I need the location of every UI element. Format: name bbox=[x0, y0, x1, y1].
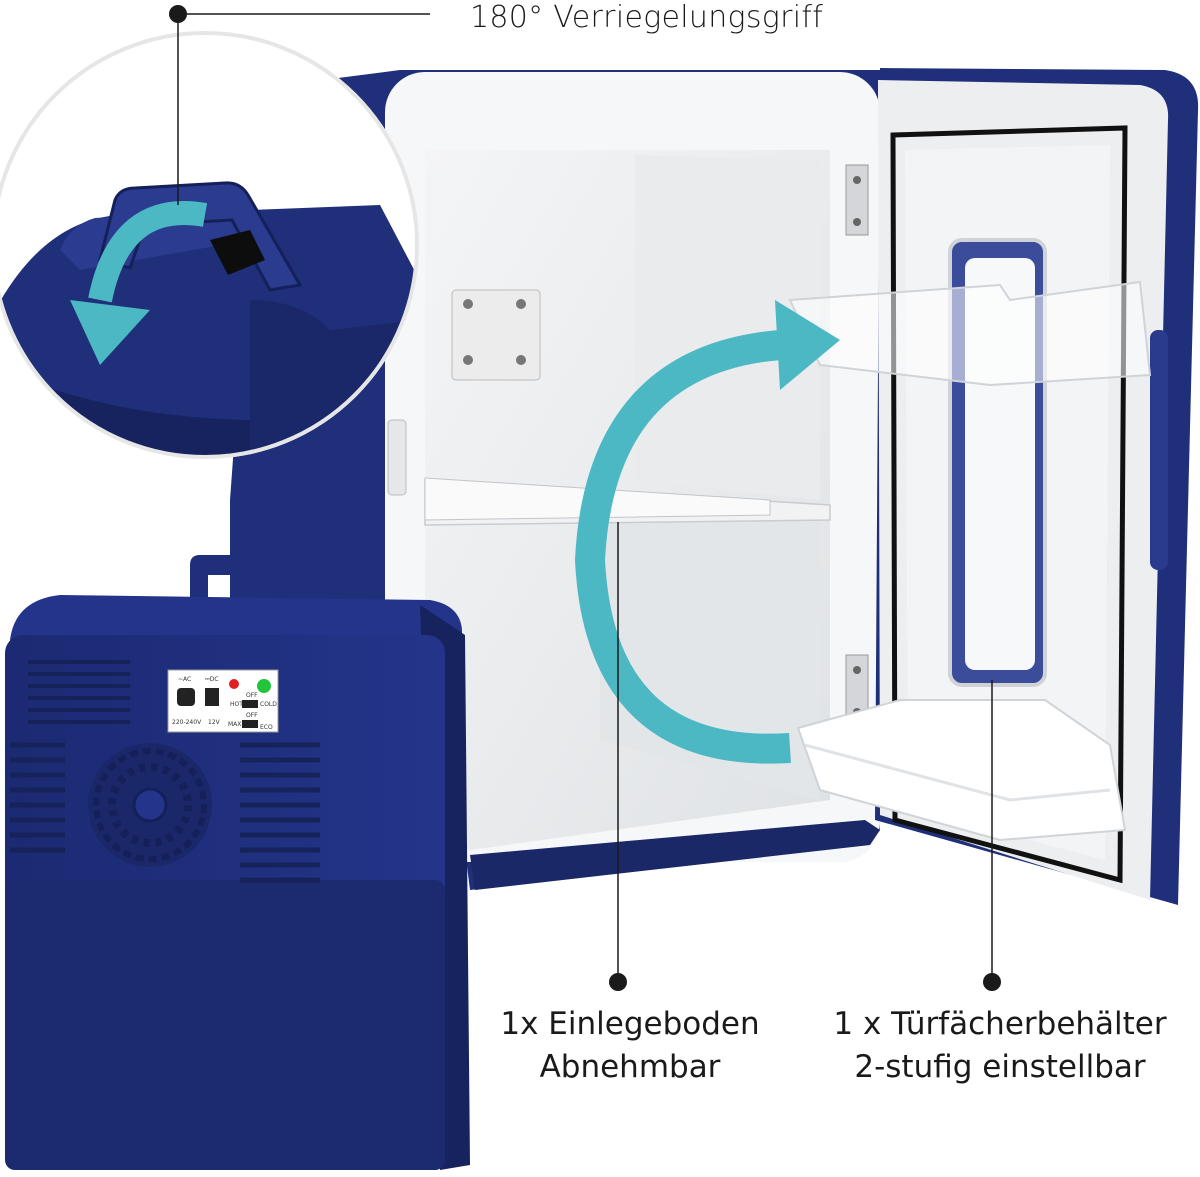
hot-label: HOT bbox=[230, 701, 243, 708]
handle-detail-inset bbox=[0, 31, 419, 459]
door-shelf-callout: 1 x Türfächerbehälter 2-stufig einstellb… bbox=[810, 1003, 1190, 1089]
off-label-2: OFF bbox=[246, 712, 258, 719]
ac-socket bbox=[177, 688, 195, 706]
shelf-callout-line1: 1x Einlegeboden bbox=[500, 1006, 760, 1042]
ac-voltage: 220-240V bbox=[172, 719, 202, 726]
fridge-door bbox=[788, 68, 1199, 905]
door-shelf-callout-line2: 2-stufig einstellbar bbox=[854, 1049, 1146, 1085]
eco-label: ECO bbox=[260, 724, 273, 731]
door-shelf-callout-line1: 1 x Türfächerbehälter bbox=[833, 1006, 1167, 1042]
max-label: MAX bbox=[228, 721, 241, 728]
fridge-back-view: ~AC ⎓DC 220-240V 12V OFF HOT COLD OFF MA… bbox=[5, 555, 470, 1170]
door-shelf-lower bbox=[796, 699, 1127, 842]
handle-callout-label: 180° Verriegelungsgriff bbox=[470, 0, 824, 35]
dc-label: ⎓DC bbox=[205, 676, 219, 683]
status-led bbox=[257, 679, 271, 693]
power-led bbox=[229, 679, 239, 689]
door-shelf-upper bbox=[788, 280, 1152, 387]
callout-dot-handle bbox=[169, 5, 187, 23]
door-shelf-arrow bbox=[574, 300, 840, 764]
callout-dot-shelf bbox=[609, 973, 627, 991]
fan-icon bbox=[88, 743, 212, 867]
off-label-1: OFF bbox=[246, 692, 258, 699]
cold-label: COLD bbox=[260, 701, 277, 708]
dc-socket bbox=[205, 688, 219, 706]
callout-dot-door bbox=[983, 973, 1001, 991]
callout-lines bbox=[169, 5, 1001, 991]
ac-label: ~AC bbox=[178, 676, 191, 683]
shelf-callout-line2: Abnehmbar bbox=[539, 1049, 721, 1085]
control-panel: ~AC ⎓DC 220-240V 12V OFF HOT COLD OFF MA… bbox=[167, 669, 279, 733]
mode-switch bbox=[242, 700, 258, 708]
dc-voltage: 12V bbox=[208, 719, 221, 726]
power-switch bbox=[242, 720, 258, 728]
shelf-callout: 1x Einlegeboden Abnehmbar bbox=[470, 1003, 790, 1089]
